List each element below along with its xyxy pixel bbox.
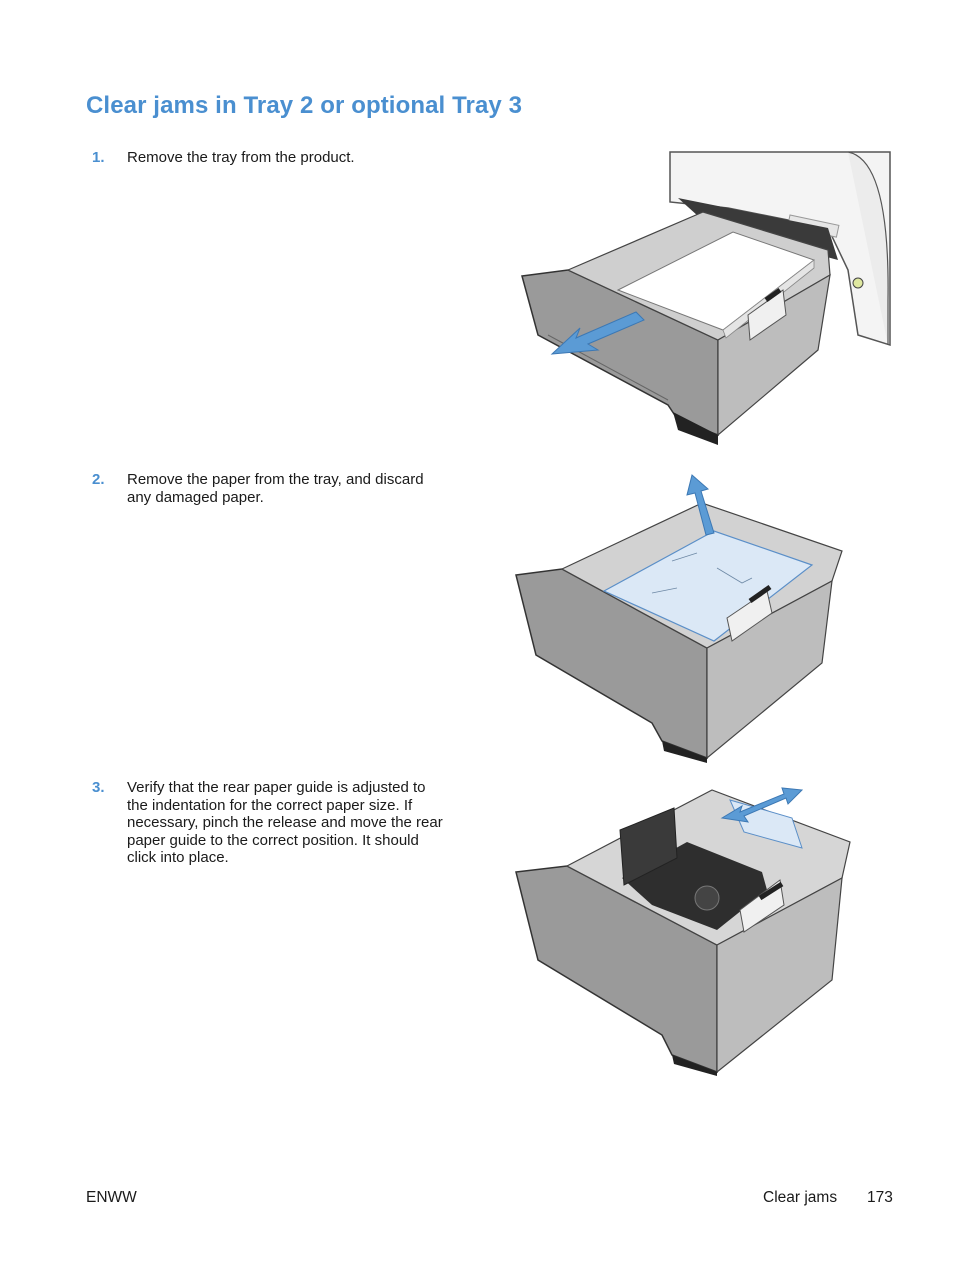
- footer-enww: ENWW: [86, 1189, 137, 1206]
- remove-paper-illustration: [515, 474, 843, 763]
- tray-removal-illustration: [521, 151, 891, 445]
- paper-guide-illustration: [515, 787, 851, 1076]
- footer-section-name: Clear jams: [763, 1189, 838, 1206]
- step-number: 2.: [92, 471, 105, 488]
- step-text: Remove the paper from the tray, and disc…: [127, 471, 424, 506]
- footer-page-number: 173: [867, 1189, 893, 1206]
- step-number: 1.: [92, 149, 105, 166]
- step-text: Verify that the rear paper guide is adju…: [127, 779, 443, 866]
- page-title: Clear jams in Tray 2 or optional Tray 3: [86, 92, 523, 119]
- step-number: 3.: [92, 779, 105, 796]
- step-text: Remove the tray from the product.: [127, 149, 355, 166]
